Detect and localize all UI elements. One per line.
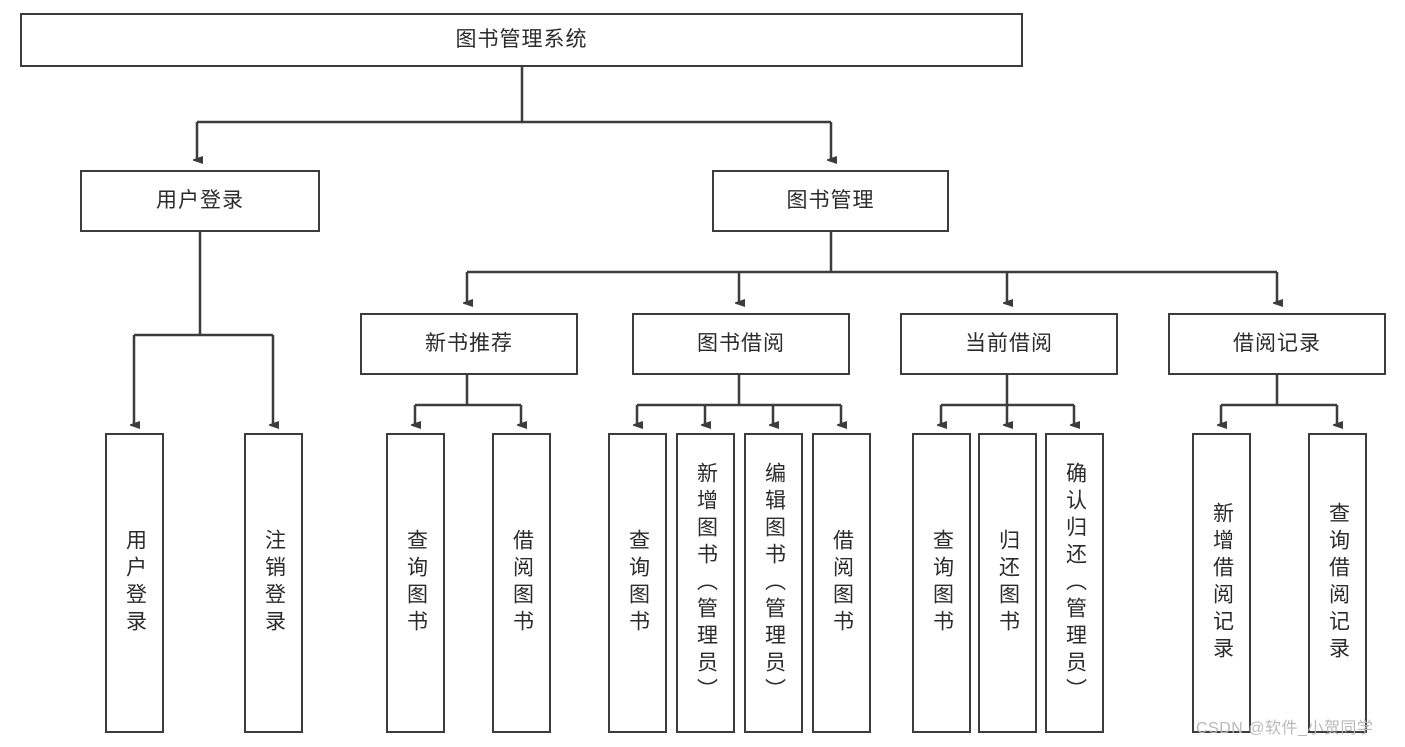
node-leaf-return-book[interactable]: 归还图书 bbox=[978, 433, 1037, 733]
node-book-manage[interactable]: 图书管理 bbox=[712, 170, 949, 232]
node-leaf-edit-book[interactable]: 编辑图书（管理员） bbox=[744, 433, 803, 733]
node-leaf-query-book-2[interactable]: 查询图书 bbox=[608, 433, 667, 733]
node-new-book-recommend[interactable]: 新书推荐 bbox=[360, 313, 578, 375]
node-book-borrow[interactable]: 图书借阅 bbox=[632, 313, 850, 375]
node-leaf-query-book-3[interactable]: 查询图书 bbox=[912, 433, 971, 733]
node-leaf-query-book-3-label: 查询图书 bbox=[930, 529, 954, 637]
node-leaf-borrow-book-2[interactable]: 借阅图书 bbox=[812, 433, 871, 733]
node-leaf-add-book[interactable]: 新增图书（管理员） bbox=[676, 433, 735, 733]
node-leaf-borrow-book-1-label: 借阅图书 bbox=[510, 529, 534, 637]
node-borrow-record-label: 借阅记录 bbox=[1233, 332, 1321, 356]
node-leaf-query-book-1[interactable]: 查询图书 bbox=[386, 433, 445, 733]
node-leaf-query-book-2-label: 查询图书 bbox=[626, 529, 650, 637]
node-book-manage-label: 图书管理 bbox=[786, 189, 875, 213]
node-book-borrow-label: 图书借阅 bbox=[697, 332, 785, 356]
node-leaf-edit-book-label: 编辑图书（管理员） bbox=[762, 461, 786, 705]
node-leaf-add-record[interactable]: 新增借阅记录 bbox=[1192, 433, 1251, 733]
node-leaf-query-record-label: 查询借阅记录 bbox=[1326, 502, 1350, 664]
node-leaf-borrow-book-2-label: 借阅图书 bbox=[830, 529, 854, 637]
node-leaf-confirm-return[interactable]: 确认归还（管理员） bbox=[1045, 433, 1104, 733]
node-root[interactable]: 图书管理系统 bbox=[20, 13, 1023, 67]
node-leaf-user-login-label: 用户登录 bbox=[123, 529, 147, 637]
node-leaf-query-record[interactable]: 查询借阅记录 bbox=[1308, 433, 1367, 733]
node-user-login-label: 用户登录 bbox=[156, 189, 244, 213]
node-new-book-recommend-label: 新书推荐 bbox=[425, 332, 513, 356]
csdn-watermark: CSDN @软件_小贺同学 bbox=[1196, 720, 1374, 737]
node-borrow-record[interactable]: 借阅记录 bbox=[1168, 313, 1386, 375]
node-user-login[interactable]: 用户登录 bbox=[80, 170, 320, 232]
node-leaf-add-record-label: 新增借阅记录 bbox=[1210, 502, 1234, 664]
node-leaf-add-book-label: 新增图书（管理员） bbox=[694, 461, 718, 705]
node-current-borrow-label: 当前借阅 bbox=[965, 332, 1053, 356]
node-leaf-logout-login[interactable]: 注销登录 bbox=[244, 433, 303, 733]
node-leaf-query-book-1-label: 查询图书 bbox=[404, 529, 428, 637]
node-leaf-return-book-label: 归还图书 bbox=[996, 529, 1020, 637]
node-leaf-logout-login-label: 注销登录 bbox=[262, 529, 286, 637]
node-leaf-user-login[interactable]: 用户登录 bbox=[105, 433, 164, 733]
node-current-borrow[interactable]: 当前借阅 bbox=[900, 313, 1118, 375]
node-root-label: 图书管理系统 bbox=[455, 28, 588, 52]
node-leaf-confirm-return-label: 确认归还（管理员） bbox=[1063, 461, 1087, 705]
node-leaf-borrow-book-1[interactable]: 借阅图书 bbox=[492, 433, 551, 733]
